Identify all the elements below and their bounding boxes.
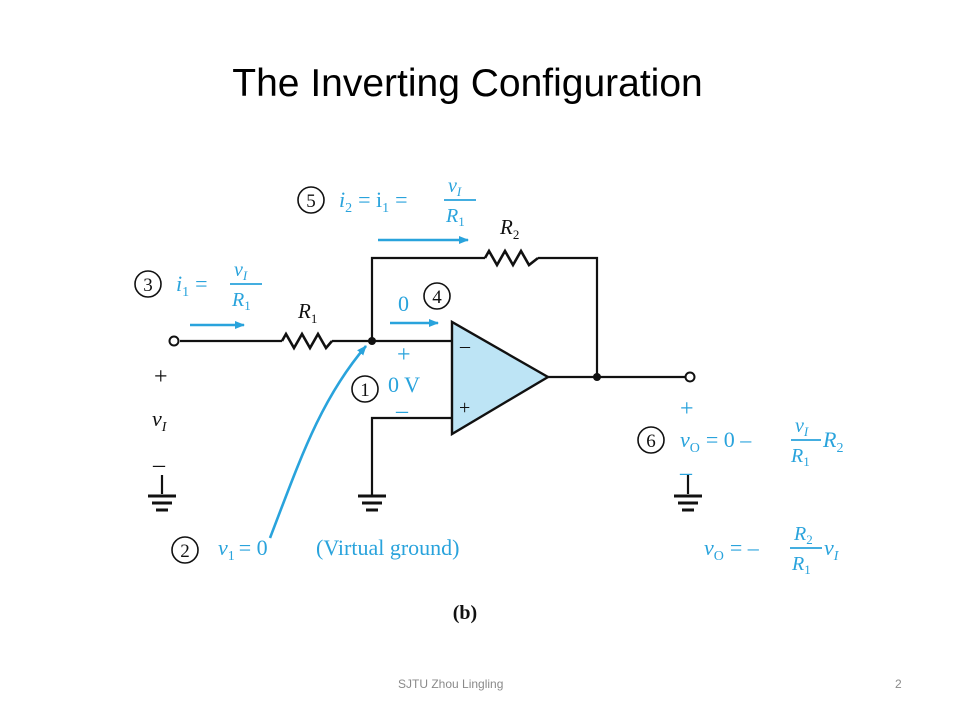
step-1-number: 1: [360, 380, 370, 401]
final-formula-lhs: vO= –: [704, 535, 760, 564]
vo-fraction-numerator: vI: [795, 415, 809, 439]
vo-fraction-denominator: R1: [790, 445, 810, 469]
op-amp-noninverting-sign: +: [459, 397, 470, 419]
i2-lhs: i2= i1=: [339, 187, 408, 216]
footer-author: SJTU Zhou Lingling: [398, 677, 504, 691]
step-4-circle: [423, 282, 451, 310]
step-6-circle: [637, 426, 665, 454]
final-fraction-numerator: R2: [793, 523, 813, 547]
node-voltage-minus: –: [395, 398, 409, 424]
r1-label: R1: [297, 299, 317, 326]
ground-symbol-input: [148, 494, 176, 512]
virtual-ground-pointer-arrow: [268, 345, 367, 539]
final-fraction-denominator: R1: [791, 553, 811, 577]
i1-fraction-denominator: R1: [231, 289, 251, 313]
ground-symbol-output: [674, 494, 702, 512]
step-5-circle: [297, 186, 325, 214]
input-voltage-label: vI: [152, 406, 168, 435]
step-3-circle: [134, 270, 162, 298]
input-terminal: [168, 335, 180, 347]
op-amp-triangle: [450, 319, 551, 437]
op-amp-inverting-sign: –: [459, 335, 471, 357]
resistor-r2: [483, 248, 539, 268]
figure-caption: (b): [453, 602, 477, 624]
ground-symbol-opamp: [358, 494, 386, 512]
r2-label: R2: [499, 215, 519, 242]
output-plus-sign: +: [680, 396, 694, 422]
i1-fraction-numerator: vI: [234, 259, 248, 283]
virtual-ground-equation: v1= 0: [218, 535, 268, 564]
step-4-number: 4: [432, 287, 442, 308]
step-2-number: 2: [180, 541, 190, 562]
step-5-number: 5: [306, 191, 316, 212]
step-6-number: 6: [646, 431, 656, 452]
junction-output-node: [593, 373, 601, 381]
virtual-ground-note: (Virtual ground): [316, 535, 459, 560]
step-1-circle: [351, 375, 379, 403]
i2-fraction-denominator: R1: [445, 205, 465, 229]
vo-equation-tail: R2: [822, 427, 843, 456]
i1-lhs: i1=: [176, 271, 208, 300]
resistor-r1: [280, 331, 333, 351]
node-voltage-value: 0 V: [388, 372, 420, 397]
slide-title: The Inverting Configuration: [232, 62, 703, 105]
final-formula-tail: vI: [824, 535, 840, 564]
output-terminal: [684, 371, 696, 383]
step-2-circle: [171, 536, 199, 564]
output-minus-sign: –: [679, 460, 693, 486]
circuit-wires: [160, 256, 690, 496]
zero-current-label: 0: [398, 291, 409, 316]
input-minus-sign: –: [152, 452, 166, 478]
i2-fraction-numerator: vI: [448, 175, 462, 199]
step-3-number: 3: [143, 275, 153, 296]
node-voltage-plus: +: [397, 342, 411, 368]
slide-number: 2: [895, 677, 902, 691]
input-plus-sign: +: [154, 364, 168, 390]
junction-inverting-node: [368, 337, 376, 345]
vo-equation-lhs: vO= 0 –: [680, 427, 752, 456]
